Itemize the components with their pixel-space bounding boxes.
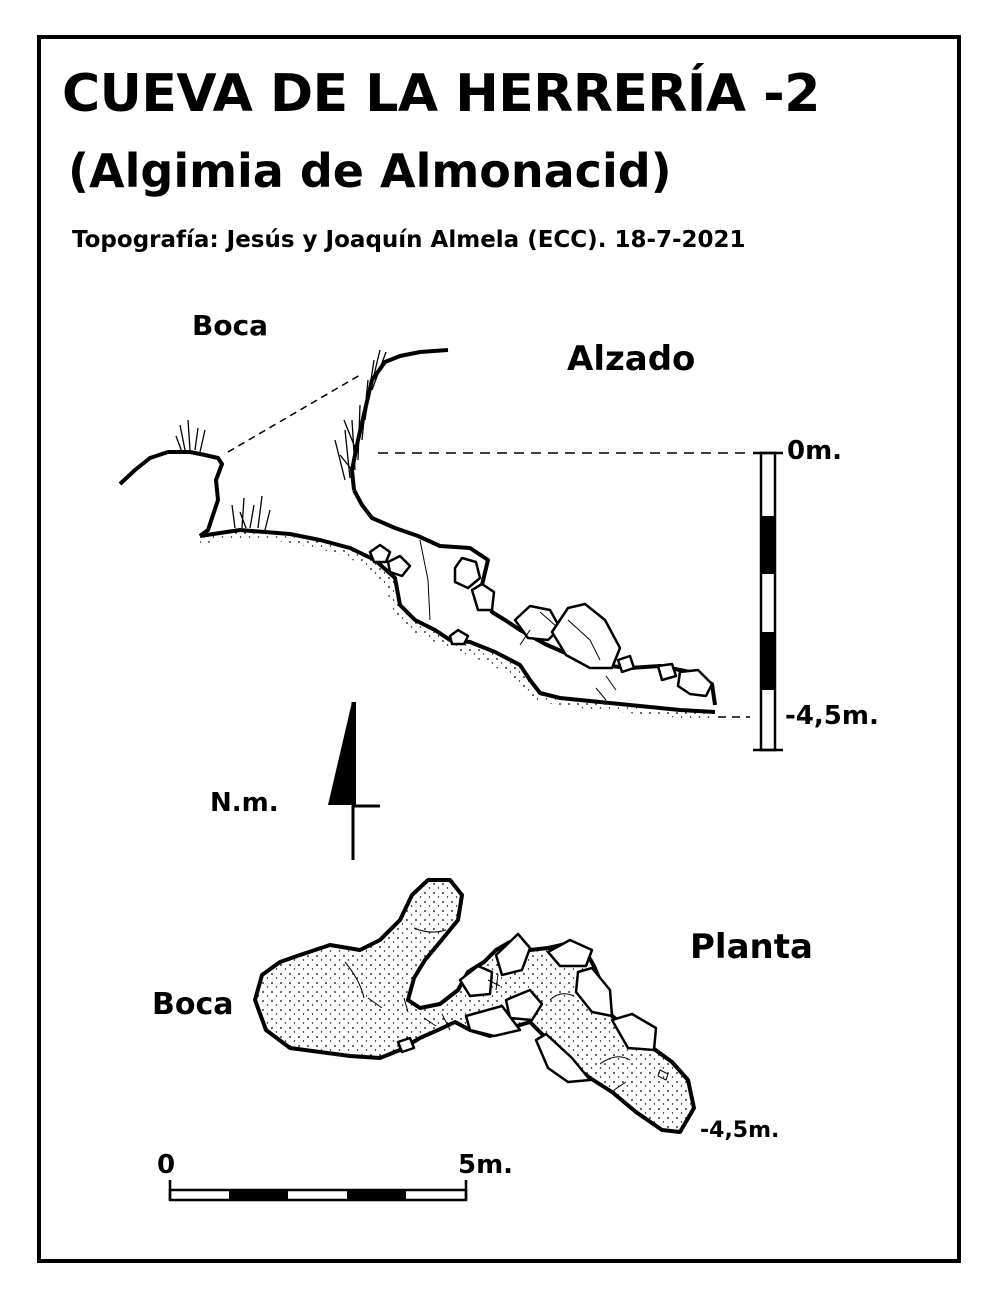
plan-view-label: Planta [690, 927, 813, 967]
scale-end-label: 5m. [458, 1150, 514, 1180]
plan-internal-lines [344, 927, 669, 1091]
vertical-scale-bar [753, 451, 783, 752]
plan-section [253, 878, 696, 1134]
elevation-boulders [368, 543, 714, 698]
elevation-sediment [200, 530, 715, 720]
survey-credits: Topografía: Jesús y Joaquín Almela (ECC)… [72, 227, 746, 253]
map-subtitle: (Algimia de Almonacid) [68, 144, 672, 198]
elevation-internal-lines [419, 539, 617, 701]
plan-boulders [396, 932, 658, 1084]
grass-tufts [175, 349, 387, 531]
depth-bottom-label: -4,5m. [785, 701, 879, 731]
plan-entrance-label: Boca [152, 987, 234, 1022]
entrance-dashed-line [227, 374, 361, 453]
elevation-view-label: Alzado [567, 339, 696, 379]
depth-top-label: 0m. [787, 436, 843, 466]
plan-outline [253, 878, 696, 1134]
elevation-section [118, 348, 783, 752]
plan-depth-label: -4,5m. [700, 1118, 780, 1143]
scale-start-label: 0 [157, 1150, 176, 1180]
elevation-entrance-label: Boca [192, 309, 269, 342]
north-label: N.m. [210, 788, 279, 818]
elevation-floor [199, 528, 716, 714]
elevation-surface-left [118, 450, 224, 538]
map-title: CUEVA DE LA HERRERÍA -2 [62, 64, 820, 124]
elevation-surface-right [350, 348, 449, 491]
north-arrow-icon [328, 702, 380, 860]
map-frame [37, 35, 961, 1263]
elevation-ceiling [352, 489, 717, 706]
horizontal-scale-bar [168, 1180, 468, 1202]
